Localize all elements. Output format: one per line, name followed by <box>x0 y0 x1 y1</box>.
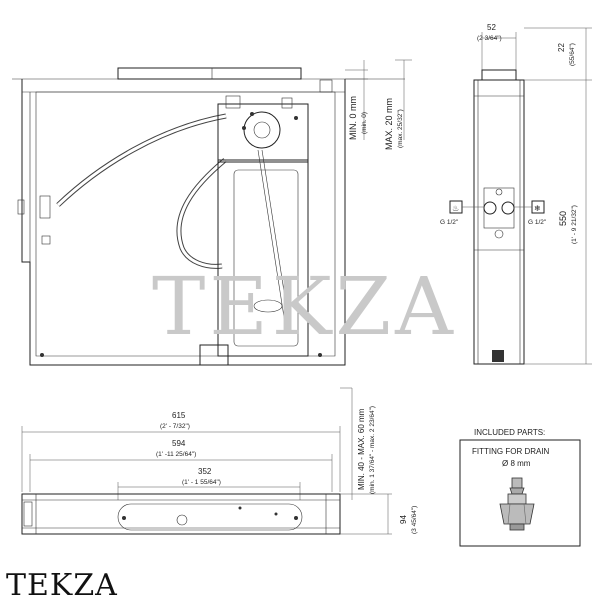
drain-fitting-icon <box>499 503 535 525</box>
side-frame <box>473 79 525 365</box>
valve-disc <box>243 111 281 149</box>
parts-name: FITTING FOR DRAIN <box>472 447 550 456</box>
dim-615-in: (2' - 7/32") <box>160 423 190 430</box>
front-view <box>12 59 412 366</box>
side-height-mm: 550 <box>558 211 568 226</box>
dim-range: MIN. 40 - MAX. 60 mm <box>357 408 366 490</box>
frame-outline <box>21 79 346 366</box>
dim-min0-sub: (min. 0) <box>361 112 368 134</box>
top-frame <box>21 493 341 535</box>
top-view <box>21 387 392 535</box>
dim-94-in: (3 45/64") <box>411 506 418 534</box>
watermark: TEKZA <box>152 260 457 353</box>
dim-594: 594 <box>172 439 186 448</box>
included-parts <box>459 439 581 547</box>
dim-594-in: (1' -11 25/64") <box>156 451 196 458</box>
dim-615: 615 <box>172 411 186 420</box>
svg-text:❄: ❄ <box>534 204 541 213</box>
side-top-mm: 22 <box>557 43 566 52</box>
side-width-in: (2 3/64") <box>477 35 502 42</box>
cold-inlet <box>501 201 515 215</box>
top-tank-slot <box>117 503 303 531</box>
valve-body <box>217 103 309 163</box>
dim-max20: MAX. 20 mm <box>384 98 394 150</box>
side-view: ♨ ❄ <box>449 27 592 365</box>
tank <box>217 159 309 357</box>
parts-heading: INCLUDED PARTS: <box>474 428 545 437</box>
parts-size: Ø 8 mm <box>502 459 531 468</box>
cold-label: G 1/2" <box>528 219 547 226</box>
svg-text:♨: ♨ <box>452 204 459 213</box>
dim-range-in: (min. 1 37/64" - max. 2 23/64") <box>369 406 376 494</box>
brand-logo: TEKZA <box>6 568 118 603</box>
dim-min0: MIN. 0 mm <box>348 96 358 140</box>
hot-inlet <box>483 201 497 215</box>
dim-352: 352 <box>198 467 212 476</box>
hot-label: G 1/2" <box>440 219 459 226</box>
dim-max20-sub: (max. 25/32") <box>397 109 404 148</box>
top-plate <box>117 67 302 80</box>
parts-box <box>459 439 581 547</box>
side-width-mm: 52 <box>487 23 496 32</box>
dim-352-in: (1' - 1 55/64") <box>182 479 221 486</box>
side-height-in: (1' - 9 21/32") <box>571 205 578 244</box>
dim-94: 94 <box>399 515 408 524</box>
side-top-in: (55/64") <box>569 43 576 66</box>
